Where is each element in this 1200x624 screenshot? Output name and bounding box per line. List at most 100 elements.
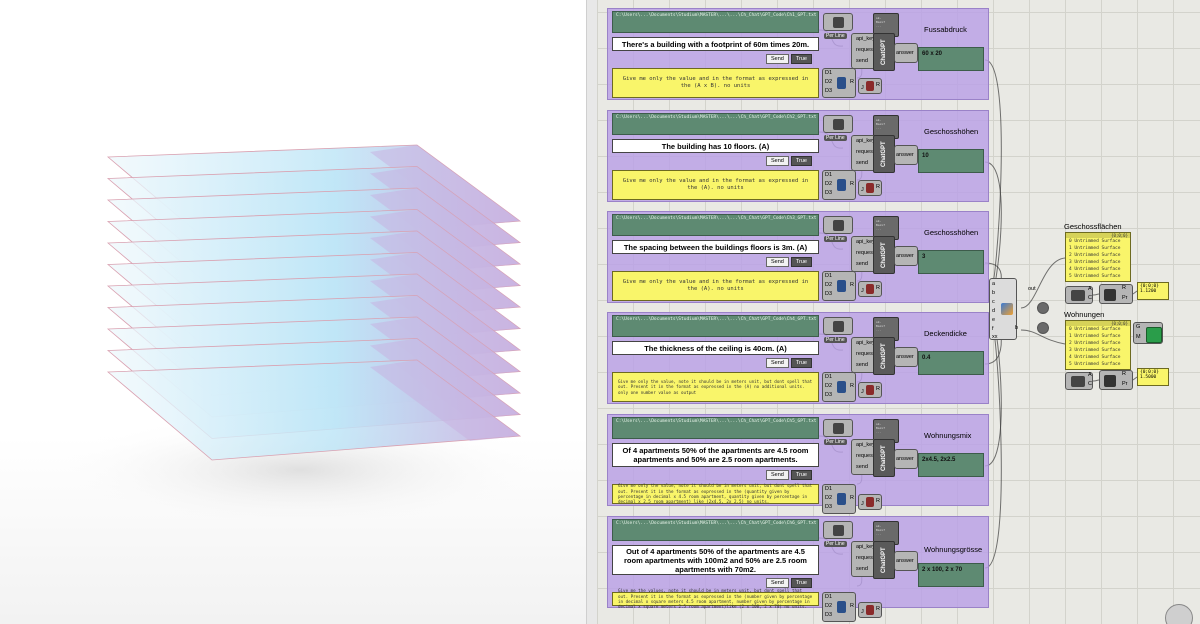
format-component[interactable]: D1 D2 D3 R (822, 68, 856, 98)
chatgpt-component[interactable]: ChatGPT (873, 439, 895, 477)
chatgpt-component[interactable]: ChatGPT (873, 541, 895, 579)
group-label: Wohnungsgrösse (924, 545, 983, 554)
join-r-port: R (876, 184, 880, 190)
area-component-top[interactable]: A C (1065, 286, 1093, 304)
chatgpt-component[interactable]: ChatGPT (873, 135, 895, 173)
file-path-panel[interactable]: C:\Users\...\Documents\Studium\MASTER\..… (612, 11, 819, 33)
toggle-true-button[interactable]: True (790, 54, 812, 64)
instruction-panel[interactable]: Give me only the value and in the format… (612, 68, 819, 98)
join-icon (866, 497, 874, 507)
read-file-component[interactable] (823, 216, 853, 234)
file-path-panel[interactable]: C:\Users\...\Documents\Studium\MASTER\..… (612, 417, 819, 439)
send-button[interactable]: Send (766, 257, 789, 267)
answer-output-node[interactable]: answer (894, 145, 918, 165)
read-file-component[interactable] (823, 13, 853, 31)
grasshopper-canvas[interactable]: C:\Users\...\Documents\Studium\MASTER\..… (597, 0, 1200, 624)
send-button[interactable]: Send (766, 156, 789, 166)
request-port: request (856, 453, 875, 459)
instruction-panel[interactable]: Give me only the value and in the format… (612, 170, 819, 200)
instruction-panel[interactable]: Give me only the value, note it should b… (612, 483, 819, 504)
preview-component[interactable]: G M (1133, 322, 1163, 344)
prompt-text-panel[interactable]: The building has 10 floors. (A) (612, 139, 819, 153)
output-value-panel[interactable]: 10 (918, 149, 984, 173)
chatgpt-component[interactable]: ChatGPT (873, 337, 895, 375)
send-button[interactable]: Send (766, 358, 789, 368)
per-line-tag: Per Line (824, 439, 847, 445)
join-component[interactable]: J R (858, 281, 882, 297)
send-button[interactable]: Send (766, 54, 789, 64)
wohnungen-panel-header: {0;0;0} (1066, 321, 1130, 326)
cluster-component[interactable]: a b c d e f xx (989, 278, 1017, 340)
explode-hex-top[interactable] (1037, 302, 1049, 314)
rhino-viewport[interactable] (0, 0, 586, 624)
output-value-panel[interactable]: 0.4 (918, 351, 984, 375)
mass-addition-bottom[interactable]: R Pr (1099, 370, 1133, 390)
format-component[interactable]: D1 D2 D3 R (822, 592, 856, 622)
join-component[interactable]: J R (858, 494, 882, 510)
toggle-true-button[interactable]: True (790, 257, 812, 267)
format-component[interactable]: D1 D2 D3 R (822, 372, 856, 402)
join-component[interactable]: J R (858, 382, 882, 398)
geschossflaechen-panel[interactable]: {0;0;0} 0 Untrimmed Surface 1 Untrimmed … (1065, 232, 1131, 282)
floor-apartment-cell (370, 188, 520, 269)
chatgpt-component[interactable]: ChatGPT (873, 236, 895, 274)
read-file-component[interactable] (823, 521, 853, 539)
per-line-tag: Per Line (824, 236, 847, 242)
text-preview-content: sk-Baxx7... (876, 16, 886, 28)
output-value-panel[interactable]: 2x4.5, 2x2.5 (918, 453, 984, 477)
send-button[interactable]: Send (766, 578, 789, 588)
read-file-component[interactable] (823, 419, 853, 437)
chatgpt-component[interactable]: ChatGPT (873, 33, 895, 71)
join-component[interactable]: J R (858, 180, 882, 196)
read-file-component[interactable] (823, 317, 853, 335)
d3-port: D3 (825, 291, 833, 297)
instruction-panel[interactable]: Give me only the value, note it should b… (612, 372, 819, 402)
output-value-panel[interactable]: 3 (918, 250, 984, 274)
read-file-icon (833, 17, 844, 28)
value-panel-bottom[interactable]: {0;0;0} 1.5000 (1137, 368, 1169, 386)
answer-output-node[interactable]: answer (894, 551, 918, 571)
join-icon (866, 183, 874, 193)
text-preview-content: sk-Baxx7... (876, 118, 886, 130)
toggle-true-button[interactable]: True (790, 578, 812, 588)
file-path-panel[interactable]: C:\Users\...\Documents\Studium\MASTER\..… (612, 519, 819, 541)
toggle-true-button[interactable]: True (790, 358, 812, 368)
format-component[interactable]: D1 D2 D3 R (822, 170, 856, 200)
prompt-text-panel[interactable]: Out of 4 apartments 50% of the apartment… (612, 545, 819, 575)
file-path-panel[interactable]: C:\Users\...\Documents\Studium\MASTER\..… (612, 113, 819, 135)
instruction-panel[interactable]: Give me only the value and in the format… (612, 271, 819, 301)
d2-port: D2 (825, 181, 833, 187)
join-component[interactable]: J R (858, 602, 882, 618)
prompt-text-panel[interactable]: There's a building with a footprint of 6… (612, 37, 819, 51)
text-preview-content: sk-Baxx7... (876, 524, 886, 536)
explode-hex-bottom[interactable] (1037, 322, 1049, 334)
format-component[interactable]: D1 D2 D3 R (822, 484, 856, 514)
answer-output-node[interactable]: answer (894, 246, 918, 266)
format-component[interactable]: D1 D2 D3 R (822, 271, 856, 301)
wohnungen-panel[interactable]: {0;0;0} 0 Untrimmed Surface 1 Untrimmed … (1065, 320, 1131, 370)
answer-output-node[interactable]: answer (894, 449, 918, 469)
join-component[interactable]: J R (858, 78, 882, 94)
answer-output-node[interactable]: answer (894, 347, 918, 367)
file-path-panel[interactable]: C:\Users\...\Documents\Studium\MASTER\..… (612, 315, 819, 337)
api-key-port: api_key (856, 36, 875, 42)
read-file-component[interactable] (823, 115, 853, 133)
prompt-text-panel[interactable]: The spacing between the buildings floors… (612, 240, 819, 254)
cluster-input-a: a (992, 281, 996, 287)
area-top-output-label: C (1088, 295, 1092, 301)
navigation-widget-icon[interactable] (1165, 604, 1193, 624)
toggle-true-button[interactable]: True (790, 156, 812, 166)
value-panel-top[interactable]: {0;0;0} 1.1200 (1137, 282, 1169, 300)
instruction-panel[interactable]: Give me the values, note it should be in… (612, 588, 819, 609)
toggle-true-button[interactable]: True (790, 470, 812, 480)
prompt-text-panel[interactable]: Of 4 apartments 50% of the apartments ar… (612, 443, 819, 467)
prompt-text-panel[interactable]: The thickness of the ceiling is 40cm. (A… (612, 341, 819, 355)
output-value-panel[interactable]: 2 x 100, 2 x 70 (918, 563, 984, 587)
file-path-panel[interactable]: C:\Users\...\Documents\Studium\MASTER\..… (612, 214, 819, 236)
send-button[interactable]: Send (766, 470, 789, 480)
wohnungen-label: Wohnungen (1064, 310, 1105, 319)
area-component-bottom[interactable]: A C (1065, 372, 1093, 390)
answer-output-node[interactable]: answer (894, 43, 918, 63)
output-value-panel[interactable]: 60 x 20 (918, 47, 984, 71)
mass-addition-top[interactable]: R Pr (1099, 284, 1133, 304)
